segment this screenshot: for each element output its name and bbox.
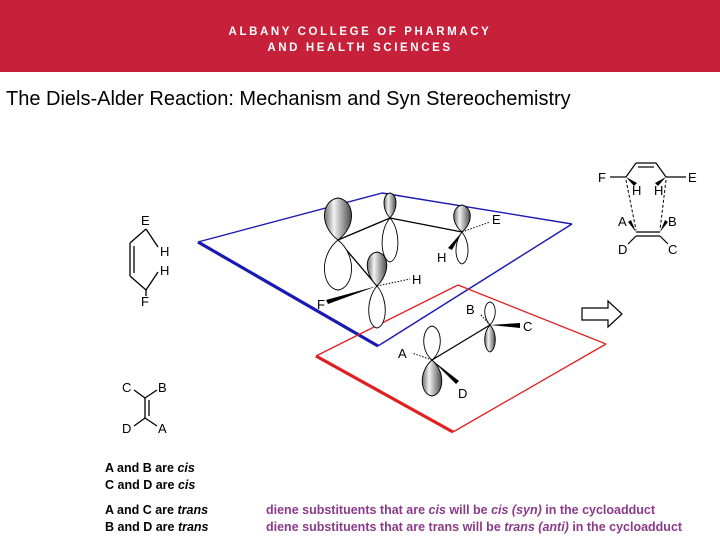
diene-structure: E H H F: [129, 213, 169, 309]
orbital-label-a: A: [398, 346, 407, 361]
dienophile-label-c: C: [122, 380, 131, 395]
ts-label-d: D: [618, 242, 627, 257]
dienophile-substituents: B C A D: [398, 302, 532, 401]
diene-label-h2: H: [160, 263, 169, 278]
diene-p-orbital-3: [453, 204, 471, 265]
ts-label-h2: H: [654, 183, 663, 198]
orbital-label-h2: H: [412, 272, 421, 287]
dienophile-plane: [315, 284, 607, 434]
dienophile-bonds: [133, 389, 158, 427]
diene-label-e: E: [141, 213, 150, 228]
diene-p-orbital-1: [324, 197, 352, 291]
orbital-label-c: C: [523, 319, 532, 334]
banner-line-1: ALBANY COLLEGE OF PHARMACY: [228, 26, 492, 38]
statement-cd: C and D are cis: [105, 478, 196, 492]
diene-p-orbital-2: [381, 192, 399, 263]
dienophile-label-b: B: [158, 380, 167, 395]
statement-ac: A and C are trans: [105, 503, 209, 517]
ts-label-e: E: [688, 170, 697, 185]
orbital-label-e: E: [492, 212, 501, 227]
diene-plane: [197, 192, 573, 348]
diene-bonds: [129, 228, 159, 296]
ts-label-h1: H: [632, 183, 641, 198]
ts-label-f: F: [598, 170, 606, 185]
dienophile-p-orbital-1: [421, 325, 443, 397]
orbital-label-f: F: [317, 297, 325, 312]
dienophile-label-d: D: [122, 421, 131, 436]
statement-bd: B and D are trans: [105, 520, 209, 534]
diene-p-orbital-4: [366, 251, 388, 329]
diene-label-f: F: [141, 294, 149, 309]
transition-state-structure: F H H E A B D C: [598, 162, 697, 257]
ts-label-a: A: [618, 214, 627, 229]
dienophile-label-a: A: [158, 421, 167, 436]
orbital-label-d: D: [458, 386, 467, 401]
orbital-label-h1: H: [437, 250, 446, 265]
dienophile-framework: [431, 324, 491, 361]
banner-line-2: AND HEALTH SCIENCES: [267, 42, 453, 54]
ts-label-c: C: [668, 242, 677, 257]
diene-label-h1: H: [160, 244, 169, 259]
dienophile-p-orbital-2: [484, 301, 496, 353]
dienophile-structure: C B D A: [122, 380, 167, 436]
rule-cis: diene substituents that are cis will be …: [266, 503, 656, 517]
rule-trans: diene substituents that are trans will b…: [266, 520, 683, 534]
header-banner: ALBANY COLLEGE OF PHARMACY AND HEALTH SC…: [0, 0, 720, 72]
diene-substituents: E H H F: [317, 212, 501, 312]
slide-title: The Diels-Alder Reaction: Mechanism and …: [6, 88, 571, 110]
orbital-label-b: B: [466, 302, 475, 317]
ts-label-b: B: [668, 214, 677, 229]
right-arrow-icon: [581, 299, 623, 329]
statement-ab: A and B are cis: [105, 461, 195, 475]
